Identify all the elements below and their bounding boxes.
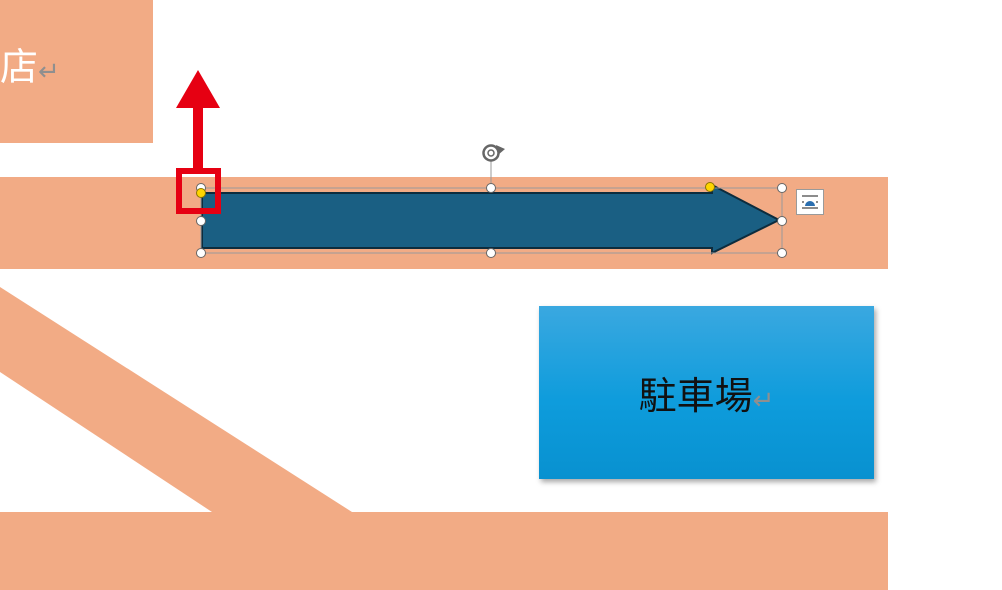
parking-textbox[interactable]: 駐車場↵: [539, 306, 874, 479]
resize-handle-top-middle[interactable]: [486, 183, 496, 193]
resize-handle-top-right[interactable]: [777, 183, 787, 193]
road-horizontal-bottom: [0, 512, 888, 590]
parking-label-text: 駐車場: [638, 374, 753, 418]
parking-label: 駐車場↵: [639, 365, 775, 420]
resize-handle-bottom-right[interactable]: [777, 248, 787, 258]
resize-handle-middle-right[interactable]: [777, 216, 787, 226]
arrow-shape[interactable]: [201, 183, 782, 255]
shop-label: 店↵: [0, 42, 60, 92]
paragraph-mark-icon: ↵: [752, 386, 775, 416]
adjust-handle-shaft[interactable]: [196, 188, 206, 198]
resize-handle-bottom-left[interactable]: [196, 248, 206, 258]
adjust-handle-arrowhead[interactable]: [705, 182, 715, 192]
red-up-arrow-icon: [176, 70, 220, 171]
shop-label-text: 店: [0, 45, 39, 89]
shop-textbox[interactable]: [0, 0, 153, 143]
resize-handle-middle-left[interactable]: [196, 216, 206, 226]
rotate-handle-icon[interactable]: [482, 144, 506, 162]
paragraph-mark-icon: ↵: [38, 57, 60, 87]
layout-options-glyph: [802, 195, 818, 209]
layout-options-icon[interactable]: [796, 189, 824, 215]
resize-handle-bottom-middle[interactable]: [486, 248, 496, 258]
